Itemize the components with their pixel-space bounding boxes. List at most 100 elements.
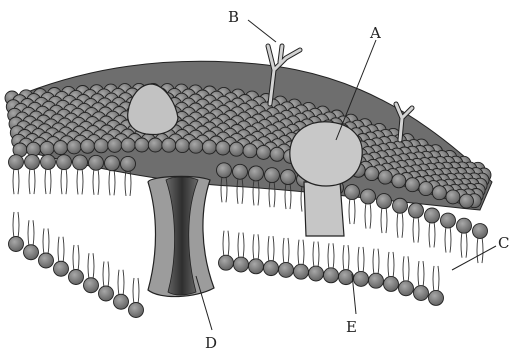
phospholipid-head [162, 138, 176, 152]
lipid-tail [313, 242, 319, 268]
phospholipid-head [94, 139, 108, 153]
lipid-tail [343, 245, 349, 271]
phospholipid-head [25, 155, 40, 170]
label-e: E [346, 318, 357, 336]
phospholipid-head [419, 182, 433, 196]
phospholipid-head [309, 266, 324, 281]
phospholipid-head [264, 261, 279, 276]
phospholipid-head [41, 155, 56, 170]
label-d: D [205, 334, 217, 352]
phospholipid-head [39, 253, 54, 268]
phospholipid-head [446, 190, 460, 204]
phospholipid-head [81, 139, 95, 153]
lipid-tail [373, 249, 379, 275]
phospholipid-head [270, 147, 284, 161]
lipid-tail [461, 232, 467, 258]
phospholipid-head [27, 142, 41, 156]
lipid-tail [133, 278, 139, 304]
lipid-tail [223, 231, 229, 257]
label-b: B [228, 8, 239, 26]
phospholipid-head [339, 270, 354, 285]
lipid-tail [283, 238, 289, 264]
phospholipid-head [414, 286, 429, 301]
lipid-tail [93, 169, 99, 195]
lipid-tail [109, 169, 115, 195]
phospholipid-head [399, 281, 414, 296]
phospholipid-head [175, 139, 189, 153]
label-a: A [369, 24, 381, 42]
lipid-tail [349, 198, 355, 224]
lipid-tail [445, 227, 451, 253]
lipid-tail [77, 168, 83, 194]
phospholipid-head [409, 203, 424, 218]
phospholipid-head [257, 145, 271, 159]
phospholipid-head [217, 163, 232, 178]
lipid-tail [253, 234, 259, 260]
phospholipid-head [57, 155, 72, 170]
top-surface-heads [5, 83, 491, 208]
phospholipid-head [189, 139, 203, 153]
phospholipid-head [354, 271, 369, 286]
phospholipid-head [432, 186, 446, 200]
phospholipid-head [216, 141, 230, 155]
phospholipid-head [249, 259, 264, 274]
lipid-tail [433, 266, 439, 292]
lipid-tail [388, 252, 394, 278]
phospholipid-head [233, 164, 248, 179]
phospholipid-head [429, 290, 444, 305]
phospholipid-head [148, 138, 162, 152]
phospholipid-head [67, 140, 81, 154]
phospholipid-head [378, 170, 392, 184]
phospholipid-head [219, 255, 234, 270]
lipid-tail [268, 236, 274, 262]
phospholipid-head [234, 257, 249, 272]
phospholipid-head [84, 278, 99, 293]
phospholipid-head [361, 189, 376, 204]
phospholipid-head [40, 141, 54, 155]
lipid-tail [43, 229, 49, 255]
lipid-tail [13, 212, 19, 238]
phospholipid-head [441, 213, 456, 228]
phospholipid-head [54, 141, 68, 155]
phospholipid-head [473, 224, 488, 239]
phospholipid-head [24, 245, 39, 260]
lipid-tail [477, 237, 483, 263]
phospholipid-head [202, 140, 216, 154]
phospholipid-head [405, 178, 419, 192]
lipid-tail [13, 168, 19, 194]
phospholipid-head [279, 262, 294, 277]
leader-line-c [452, 246, 496, 270]
lipid-tail [365, 203, 371, 229]
lipid-tail [45, 168, 51, 194]
phospholipid-head [425, 208, 440, 223]
integral-protein-lower [304, 182, 344, 236]
lipid-tail [61, 168, 67, 194]
lipid-tail [358, 247, 364, 273]
lipid-tail [58, 237, 64, 263]
lipid-tail [418, 261, 424, 287]
lipid-tail [73, 245, 79, 271]
phospholipid-head [99, 286, 114, 301]
phospholipid-head [294, 264, 309, 279]
phospholipid-head [345, 185, 360, 200]
lipid-tail [88, 253, 94, 279]
phospholipid-head [249, 166, 264, 181]
phospholipid-head [105, 156, 120, 171]
phospholipid-head [9, 237, 24, 252]
phospholipid-head [265, 168, 280, 183]
phospholipid-head [243, 144, 257, 158]
lipid-tail [103, 262, 109, 288]
phospholipid-head [393, 198, 408, 213]
phospholipid-head [460, 194, 474, 208]
phospholipid-head [230, 142, 244, 156]
lipid-tail [29, 168, 35, 194]
phospholipid-head [324, 268, 339, 283]
phospholipid-head [121, 138, 135, 152]
phospholipid-head [114, 294, 129, 309]
lipid-tail [298, 240, 304, 266]
phospholipid-head [89, 155, 104, 170]
phospholipid-head [392, 174, 406, 188]
phospholipid-head [121, 156, 136, 171]
lipid-tail [397, 212, 403, 238]
